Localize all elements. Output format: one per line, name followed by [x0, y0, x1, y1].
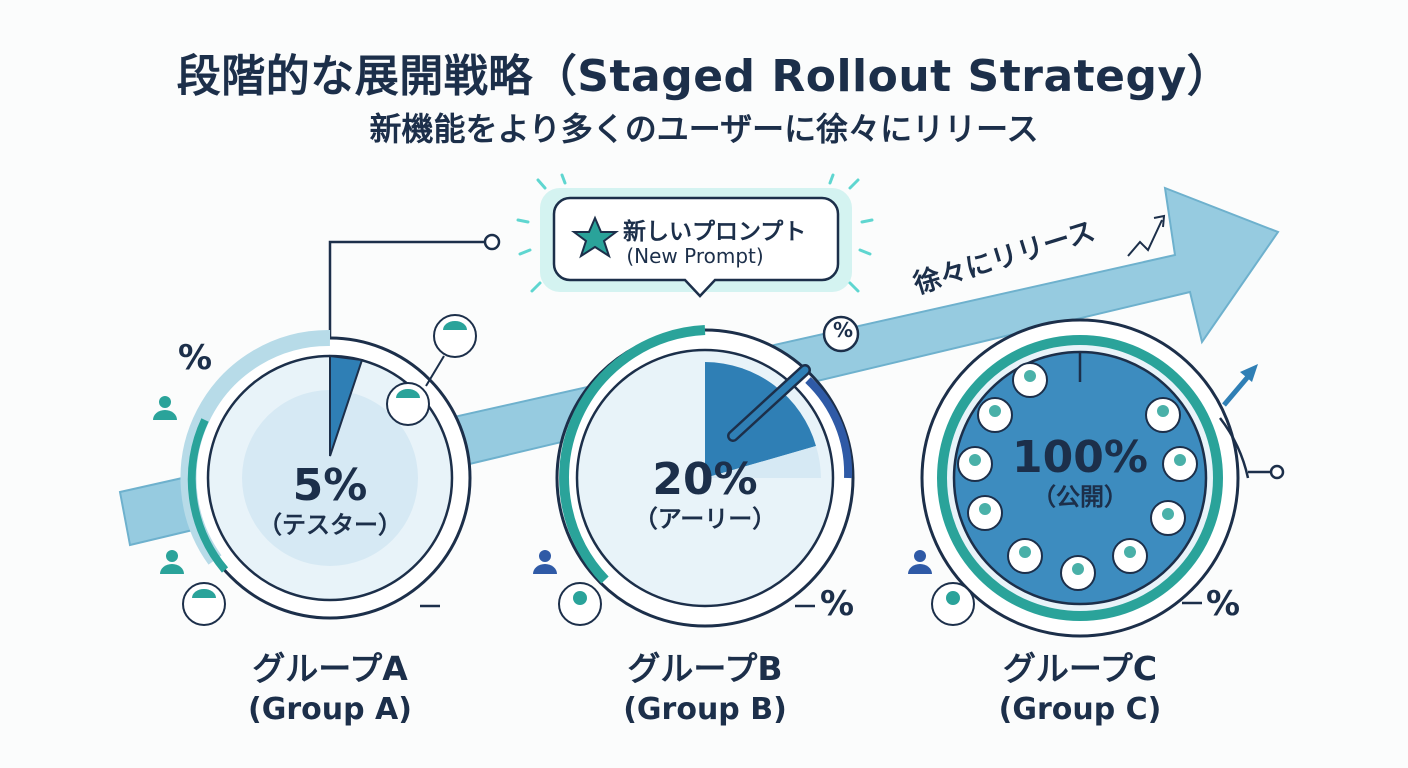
percent-symbol: % — [178, 338, 213, 378]
page-subtitle: 新機能をより多くのユーザーに徐々にリリース — [369, 110, 1039, 148]
group-b-name-en: (Group B) — [623, 692, 787, 727]
connector-dot — [483, 233, 501, 251]
callout-title: 新しいプロンプト — [623, 219, 807, 245]
worker-avatar-icon — [386, 382, 430, 426]
worker-avatar-icon — [433, 314, 477, 358]
group-b-percent-value: 20% — [652, 454, 758, 505]
group-b-circle — [555, 315, 860, 628]
new-prompt-callout: 新しいプロンプト (New Prompt) — [553, 198, 837, 280]
group-b-name-jp: グループB — [627, 649, 783, 688]
group-c-label: グループC (Group C) — [930, 648, 1230, 730]
person-icons — [153, 396, 184, 574]
connector-line — [328, 240, 490, 340]
group-a-name-en: (Group A) — [248, 692, 412, 727]
group-a-label: グループA (Group A) — [180, 648, 480, 730]
star-icon — [571, 215, 619, 259]
percent-symbol: % — [1206, 584, 1241, 624]
group-c-name-en: (Group C) — [998, 692, 1162, 727]
worker-avatar-icon — [182, 582, 226, 626]
group-c-percent-value: 100% — [1012, 432, 1148, 483]
group-b-slice — [705, 362, 816, 478]
group-b-label: グループB (Group B) — [555, 648, 855, 730]
group-a-slice — [329, 354, 364, 457]
group-c-segment: （公開） — [1032, 483, 1128, 511]
group-b-segment: （アーリー） — [633, 505, 777, 533]
percent-symbol: % — [820, 584, 855, 624]
group-b-percentage: 20% （アーリー） — [605, 456, 805, 534]
callout-subtitle: (New Prompt) — [626, 244, 764, 268]
page-title: 段階的な展開戦略（Staged Rollout Strategy） — [176, 51, 1232, 102]
group-c-name-jp: グループC — [1002, 649, 1158, 688]
group-a-percentage: 5% （テスター） — [230, 462, 430, 540]
group-a-name-jp: グループA — [252, 649, 408, 688]
group-c-percentage: 100% （公開） — [980, 434, 1180, 512]
callout-glow — [516, 173, 874, 293]
trend-chart-icon — [1127, 214, 1166, 257]
group-a-segment: （テスター） — [258, 511, 402, 539]
callout-box — [552, 196, 840, 298]
group-a-percent-value: 5% — [292, 460, 368, 511]
percent-symbol: % — [833, 318, 854, 342]
